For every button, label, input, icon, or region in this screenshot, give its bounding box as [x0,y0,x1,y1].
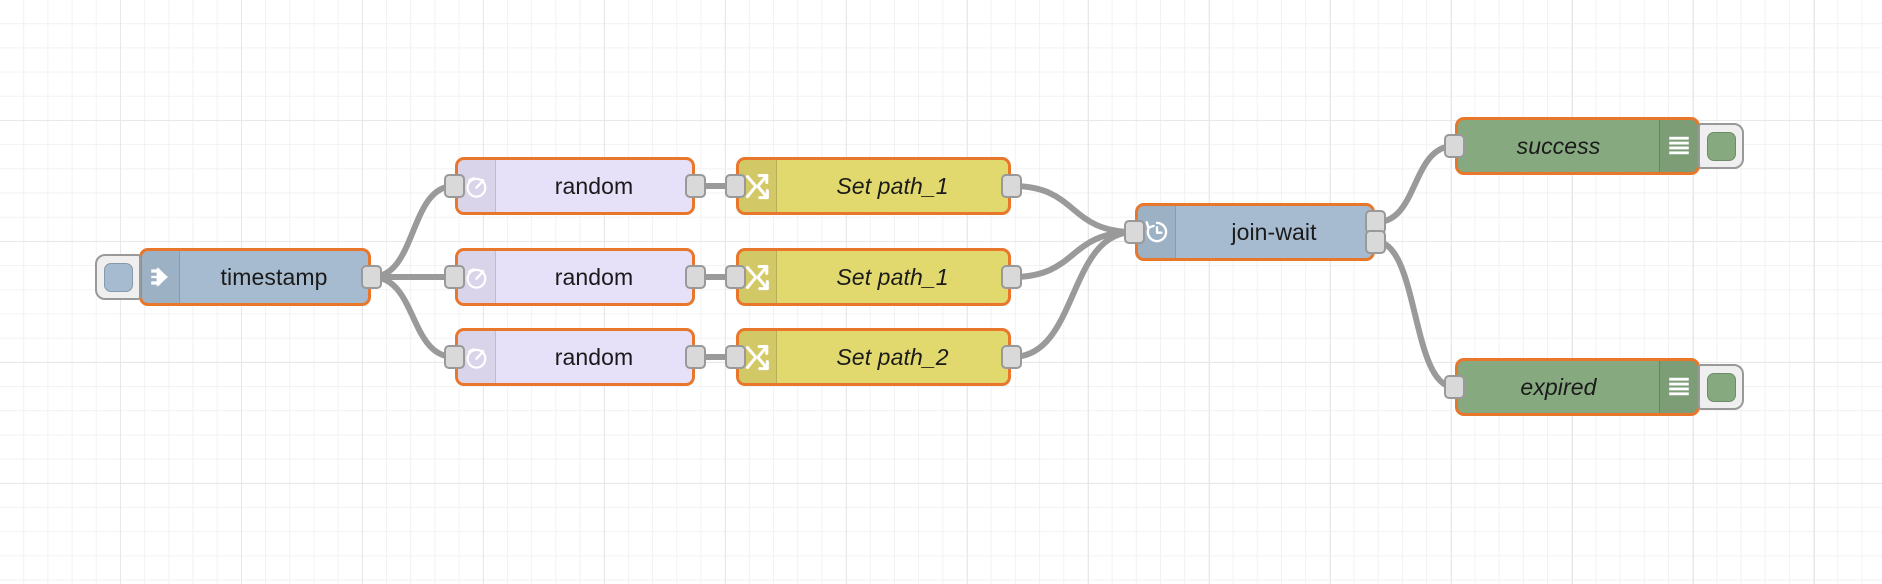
node-label: timestamp [220,263,328,290]
node-random-3[interactable]: random [455,328,695,386]
node-label: random [554,263,634,290]
wire-join-success-to-debug[interactable] [1373,143,1457,226]
node-output-port-2[interactable] [1365,229,1386,254]
node-change-set-path-1-b[interactable]: Set path_1 [736,248,1011,306]
node-output-port-1[interactable] [685,345,706,369]
node-debug-success[interactable]: success [1455,117,1700,175]
debug-active-indicator [1706,131,1736,161]
wire-change-2-to-join[interactable] [1009,229,1137,280]
inject-trigger-button[interactable] [95,254,141,300]
node-label: Set path_1 [836,172,949,199]
debug-toggle-button[interactable] [1698,123,1744,169]
inject-button-indicator [103,262,133,292]
swap-arrows-icon [739,160,777,212]
node-output-port-1[interactable] [1001,174,1022,198]
wire-timestamp-to-random-3[interactable] [369,274,457,360]
node-join-wait[interactable]: join-wait [1135,203,1375,261]
swap-arrows-icon [739,251,777,303]
node-label: success [1516,132,1601,159]
wire-change-1-to-join[interactable] [1009,183,1137,235]
node-label: Set path_1 [836,263,949,290]
wire-change-3-to-join[interactable] [1009,229,1137,360]
debug-toggle-button[interactable] [1698,364,1744,410]
debug-list-icon [1659,120,1697,172]
node-label: random [554,343,634,370]
node-input-port[interactable] [444,174,465,198]
node-output-port-1[interactable] [1001,345,1022,369]
node-debug-expired[interactable]: expired [1455,358,1700,416]
arrow-right-inject-icon [142,251,180,303]
node-label: join-wait [1231,218,1317,245]
node-input-port[interactable] [1444,134,1465,158]
node-output-port-1[interactable] [361,265,382,289]
node-input-port[interactable] [725,345,746,369]
wire-timestamp-to-random-1[interactable] [369,183,457,280]
node-inject-timestamp[interactable]: timestamp [139,248,371,306]
node-input-port[interactable] [725,265,746,289]
node-output-port-1[interactable] [685,265,706,289]
debug-list-icon [1659,361,1697,413]
wire-join-expired-to-debug[interactable] [1373,238,1457,390]
node-random-1[interactable]: random [455,157,695,215]
node-output-port-1[interactable] [1001,265,1022,289]
node-output-port-1[interactable] [685,174,706,198]
node-input-port[interactable] [444,345,465,369]
node-label: random [554,172,634,199]
node-change-set-path-1-a[interactable]: Set path_1 [736,157,1011,215]
node-input-port[interactable] [1124,220,1145,244]
node-change-set-path-2[interactable]: Set path_2 [736,328,1011,386]
node-input-port[interactable] [444,265,465,289]
node-input-port[interactable] [725,174,746,198]
node-label: expired [1520,373,1597,400]
node-input-port[interactable] [1444,375,1465,399]
node-random-2[interactable]: random [455,248,695,306]
node-label: Set path_2 [836,343,949,370]
debug-active-indicator [1706,372,1736,402]
